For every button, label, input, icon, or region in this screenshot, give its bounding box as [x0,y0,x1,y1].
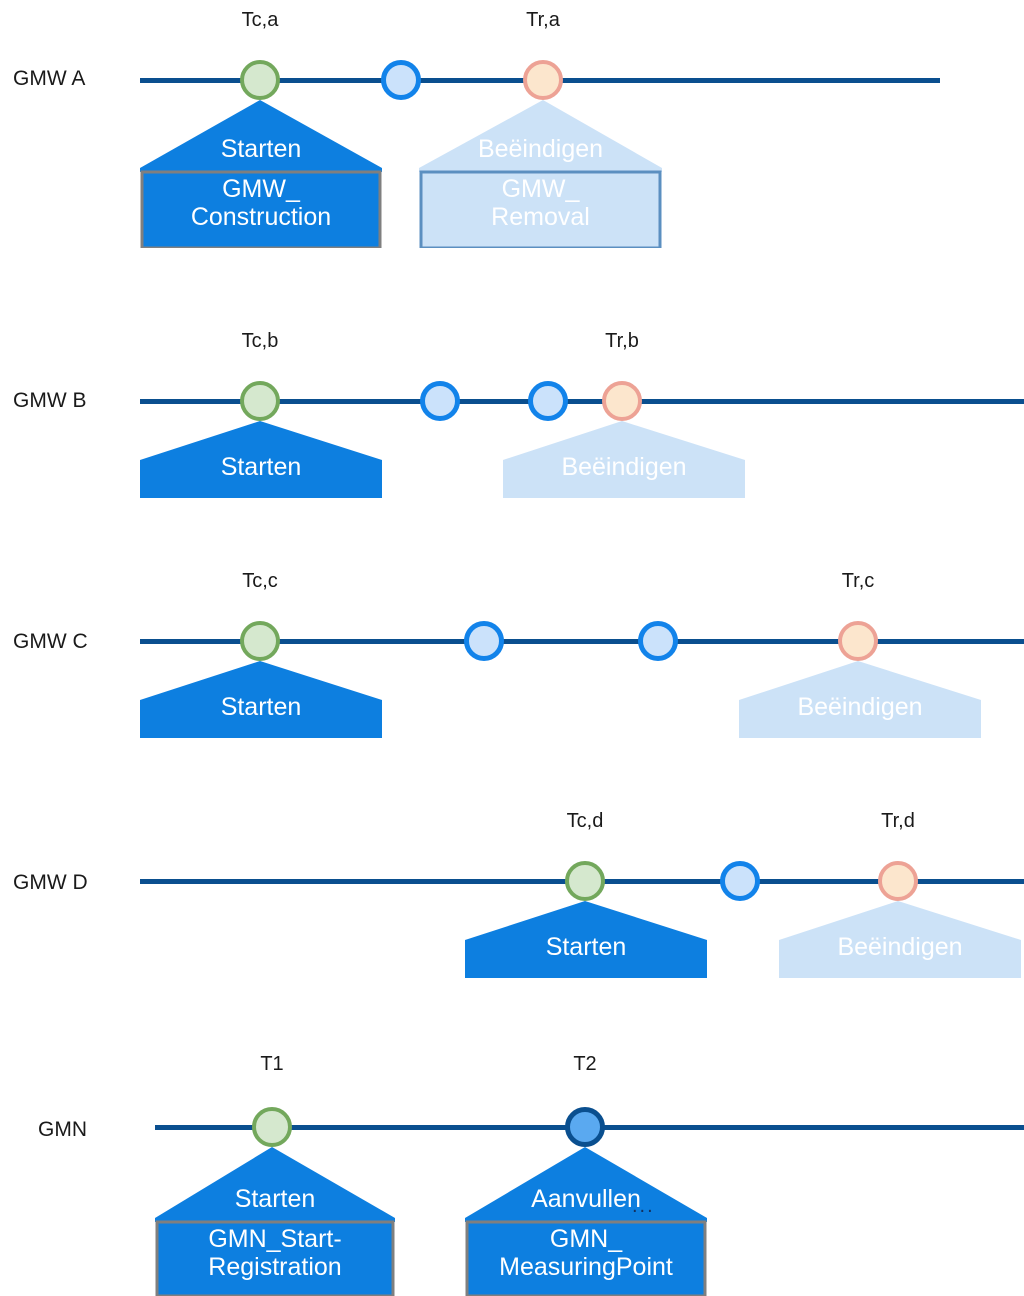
tick-tc-d: Tc,d [566,810,604,832]
event-gmw-removal-body: GMW_Removal [419,175,662,231]
marker-end-gmw-c[interactable] [838,621,878,661]
row-label-gmw-a: GMW A [13,67,86,90]
row-label-gmw-c: GMW C [13,630,88,653]
marker-intermediate-1-gmw-d[interactable] [720,861,760,901]
tick-tc-c: Tc,c [242,570,278,592]
event-gmw-construction-body-line: Construction [190,202,332,231]
marker-measuringpoint-gmn[interactable] [565,1107,605,1147]
event-starten-c: Starten [140,661,382,738]
event-gmn-measuringpoint-title: Aanvullen [531,1185,641,1213]
event-starten-d-title: Starten [545,933,627,961]
event-beeindigen-c-title: Beëindigen [797,693,923,721]
event-gmw-removal-body-line: GMW_ [501,175,580,203]
marker-start-gmn[interactable] [252,1107,292,1147]
marker-end-gmw-a[interactable] [523,60,563,100]
event-gmw-removal-body-line: Removal [491,202,590,231]
event-gmw-construction-body: GMW_Construction [140,175,382,231]
marker-start-gmw-b[interactable] [240,381,280,421]
event-gmw-construction-title: Starten [220,135,302,163]
event-gmn-startregistration-body: GMN_Start-Registration [155,1225,395,1281]
tick-tr-c: Tr,c [841,570,875,592]
event-beeindigen-b-title: Beëindigen [561,453,687,481]
tick-tc-b: Tc,b [241,330,279,352]
event-beeindigen-c: Beëindigen [739,661,981,738]
event-gmn-measuringpoint-body: GMN_MeasuringPoint [465,1225,707,1281]
event-gmw-construction-body-line: GMW_ [222,175,300,203]
event-gmn-startregistration-body-line: GMN_Start- [208,1225,342,1253]
tick-t2: T2 [573,1053,597,1075]
timeline-axis-gmw-b [140,399,1024,404]
marker-start-gmw-a[interactable] [240,60,280,100]
marker-end-gmw-d[interactable] [878,861,918,901]
event-starten-d: Starten [465,901,707,978]
event-gmn-measuringpoint-body-line: MeasuringPoint [499,1252,673,1281]
event-beeindigen-d-title: Beëindigen [837,933,963,961]
marker-intermediate-1-gmw-c[interactable] [464,621,504,661]
row-label-gmw-b: GMW B [13,389,87,412]
marker-end-gmw-b[interactable] [602,381,642,421]
marker-intermediate-2-gmw-b[interactable] [528,381,568,421]
row-label-gmn: GMN [38,1118,87,1141]
event-gmn-measuringpoint-body-line: GMN_ [549,1225,623,1253]
marker-intermediate-2-gmw-c[interactable] [638,621,678,661]
marker-intermediate-1-gmw-b[interactable] [420,381,460,421]
marker-intermediate-1-gmw-a[interactable] [381,60,421,100]
event-starten-b-title: Starten [220,453,302,481]
tick-tr-d: Tr,d [881,810,915,832]
event-starten-c-title: Starten [220,693,302,721]
event-gmw-removal-title: Beëindigen [477,135,604,163]
tick-tr-b: Tr,b [605,330,639,352]
marker-start-gmw-d[interactable] [565,861,605,901]
event-starten-b: Starten [140,421,382,498]
timeline-axis-gmw-c [140,639,1024,644]
event-gmn-measuringpoint-ellipsis-icon: ... [632,1195,655,1217]
event-beeindigen-b: Beëindigen [503,421,745,498]
tick-tr-a: Tr,a [526,9,560,31]
event-beeindigen-d: Beëindigen [779,901,1021,978]
event-gmn-startregistration-title: Starten [234,1185,316,1213]
marker-start-gmw-c[interactable] [240,621,280,661]
tick-t1: T1 [260,1053,284,1075]
event-gmn-startregistration-body-line: Registration [208,1252,342,1281]
row-label-gmw-d: GMW D [13,871,88,894]
tick-tc-a: Tc,a [241,9,279,31]
